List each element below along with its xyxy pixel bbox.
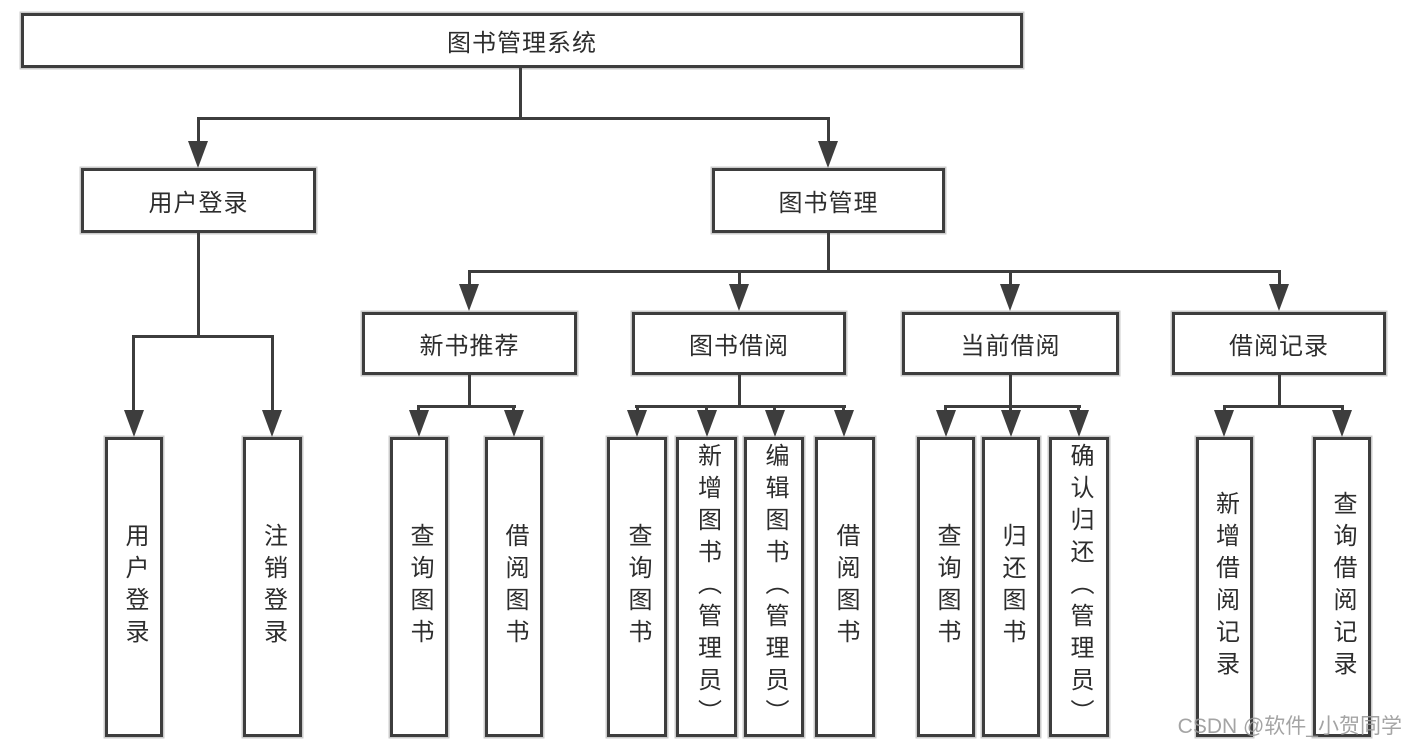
node-label: 编辑图书（管理员）	[761, 443, 788, 731]
node-book-management: 图书管理	[712, 168, 945, 233]
connector-line-v	[132, 337, 135, 412]
node-user-login: 用户登录	[81, 168, 316, 233]
node-label: 借阅记录	[1229, 333, 1329, 360]
node-new-book-recommend: 新书推荐	[362, 312, 577, 375]
node-label: 借阅图书	[832, 523, 859, 651]
leaf-return-books: 归还图书	[982, 437, 1040, 737]
watermark: CSDN @软件_小贺同学	[1177, 715, 1402, 738]
connector-line-h	[468, 270, 1281, 273]
node-label: 确认归还（管理员）	[1066, 443, 1093, 731]
connector-line-v	[1278, 272, 1281, 286]
node-label: 图书借阅	[689, 333, 789, 360]
leaf-query-borrow-record: 查询借阅记录	[1313, 437, 1371, 737]
arrowhead-down	[1000, 284, 1020, 311]
leaf-user-login: 用户登录	[105, 437, 163, 737]
arrowhead-down	[504, 410, 524, 437]
arrowhead-down	[262, 410, 282, 437]
arrowhead-down	[1269, 284, 1289, 311]
node-label: 借阅图书	[501, 523, 528, 651]
node-label: 查询图书	[933, 523, 960, 651]
arrowhead-down	[1332, 410, 1352, 437]
arrowhead-down	[188, 141, 208, 168]
leaf-edit-books-admin: 编辑图书（管理员）	[744, 437, 804, 737]
node-label: 当前借阅	[960, 333, 1061, 360]
node-label: 用户登录	[121, 523, 148, 651]
arrowhead-down	[936, 410, 956, 437]
node-label: 归还图书	[998, 523, 1025, 651]
connector-line-v	[827, 119, 830, 143]
node-label: 注销登录	[259, 523, 287, 651]
leaf-confirm-return-admin: 确认归还（管理员）	[1049, 437, 1109, 737]
node-current-borrowing: 当前借阅	[902, 312, 1119, 375]
leaf-borrow-books-2: 借阅图书	[815, 437, 875, 737]
node-label: 查询借阅记录	[1329, 491, 1356, 683]
connector-line-v	[738, 375, 741, 407]
node-label: 查询图书	[406, 523, 433, 651]
connector-line-v	[1009, 272, 1012, 286]
connector-line-v	[827, 233, 830, 273]
arrowhead-down	[834, 410, 854, 437]
connector-line-h	[132, 335, 274, 338]
arrowhead-down	[627, 410, 647, 437]
leaf-borrow-books-1: 借阅图书	[485, 437, 543, 737]
arrowhead-down	[818, 141, 838, 168]
node-label: 用户登录	[148, 190, 249, 217]
leaf-query-books-1: 查询图书	[390, 437, 448, 737]
connector-line-h	[1223, 405, 1344, 408]
arrowhead-down	[1069, 410, 1089, 437]
node-label: 图书管理系统	[447, 30, 597, 57]
connector-line-h	[944, 405, 1081, 408]
connector-line-v	[1278, 375, 1281, 407]
connector-line-v	[738, 272, 741, 286]
leaf-add-books-admin: 新增图书（管理员）	[676, 437, 737, 737]
connector-line-h	[197, 117, 830, 120]
arrowhead-down	[1001, 410, 1021, 437]
leaf-query-books-3: 查询图书	[917, 437, 975, 737]
arrowhead-down	[765, 410, 785, 437]
leaf-logout: 注销登录	[243, 437, 302, 737]
node-book-borrowing: 图书借阅	[632, 312, 846, 375]
node-label: 新增图书（管理员）	[693, 443, 721, 731]
arrowhead-down	[729, 284, 749, 311]
arrowhead-down	[697, 410, 717, 437]
node-label: 新书推荐	[419, 333, 520, 360]
node-borrowing-records: 借阅记录	[1172, 312, 1386, 375]
connector-line-h	[635, 405, 846, 408]
arrowhead-down	[459, 284, 479, 311]
arrowhead-down	[409, 410, 429, 437]
arrowhead-down	[1214, 410, 1234, 437]
node-label: 新增借阅记录	[1211, 491, 1239, 683]
leaf-query-books-2: 查询图书	[607, 437, 667, 737]
connector-line-v	[519, 68, 522, 120]
connector-line-v	[468, 375, 471, 407]
connector-line-v	[197, 233, 200, 337]
node-label: 查询图书	[624, 523, 651, 651]
connector-line-h	[417, 405, 516, 408]
leaf-add-borrow-record: 新增借阅记录	[1196, 437, 1253, 737]
node-book-mgmt-system: 图书管理系统	[21, 13, 1023, 68]
connector-line-v	[468, 272, 471, 286]
arrowhead-down	[124, 410, 144, 437]
connector-line-v	[271, 337, 274, 412]
connector-line-v	[1009, 375, 1012, 407]
node-label: 图书管理	[778, 190, 879, 217]
connector-line-v	[197, 119, 200, 143]
